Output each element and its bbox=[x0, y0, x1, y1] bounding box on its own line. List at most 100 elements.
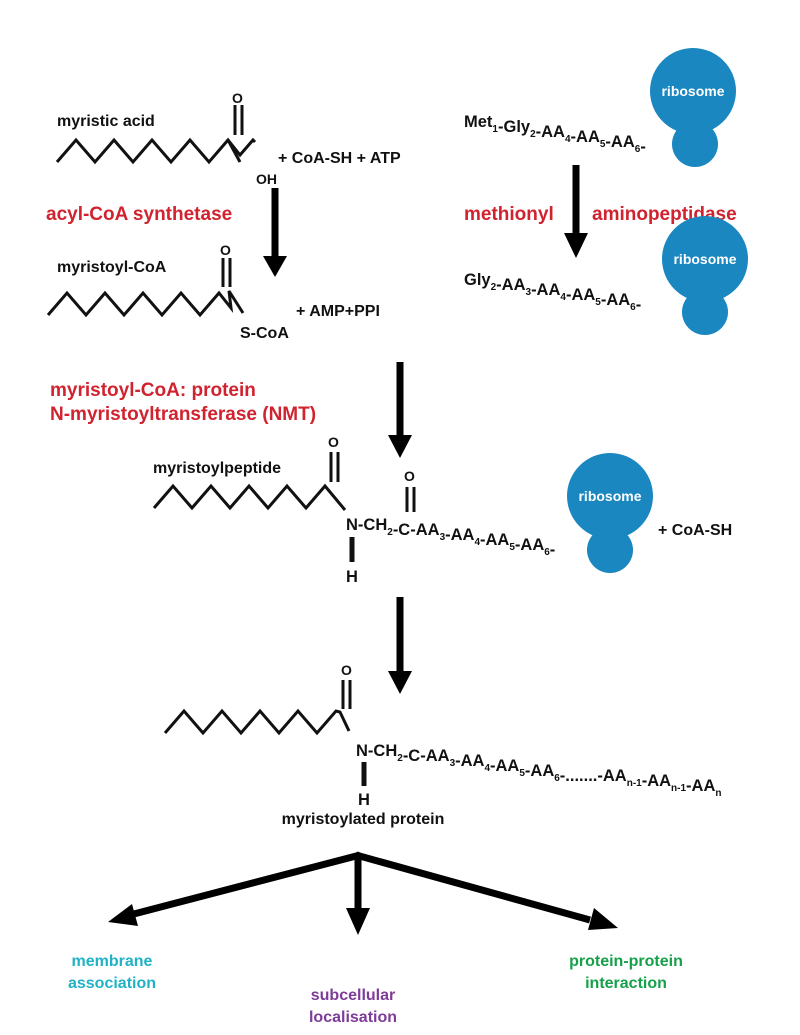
residue-subscript: 5 bbox=[519, 768, 525, 779]
myristoylated-protein-label: myristoylated protein bbox=[282, 811, 445, 828]
residue-subscript: 4 bbox=[565, 134, 571, 145]
processed-peptide-group: Gly2-AA3-AA4-AA5-AA6- ribosome bbox=[464, 216, 748, 335]
ribosome-large-subunit bbox=[650, 48, 736, 134]
myristoylpeptide-group: myristoylpeptide O O N-CH2-C-AA3-AA4-AA5… bbox=[152, 434, 732, 586]
ribosome-large-subunit bbox=[567, 453, 653, 539]
residue-text: -AA bbox=[686, 777, 715, 795]
residue-text: -AA bbox=[455, 752, 484, 770]
ribosome-1: ribosome bbox=[650, 48, 736, 167]
hydroxyl-label: OH bbox=[256, 171, 277, 187]
thioester-oxygen: O bbox=[220, 242, 231, 258]
residue-subscript: 1 bbox=[492, 124, 498, 135]
residue-text: -AA bbox=[496, 276, 525, 294]
subcellular-localisation-line2: localisation bbox=[309, 1009, 397, 1026]
peptide-oxygen: O bbox=[404, 468, 415, 484]
residue-text: -AA bbox=[566, 286, 595, 304]
myristoylpeptide-chain bbox=[152, 483, 347, 511]
residue-text: -AA bbox=[531, 281, 560, 299]
outcome-arrows bbox=[108, 851, 618, 935]
residue-text: -AA bbox=[642, 772, 671, 790]
arrowhead-subcellular bbox=[346, 908, 370, 935]
residue-subscript: n-1 bbox=[671, 783, 686, 794]
amide-hydrogen: H bbox=[346, 568, 358, 586]
residue-subscript: 2 bbox=[530, 129, 536, 140]
residue-text: -AA bbox=[515, 536, 544, 554]
arrow-step4 bbox=[388, 597, 412, 694]
myristoyl-coa-chain bbox=[46, 290, 245, 318]
nmt-label-line2: N-myristoyltransferase (NMT) bbox=[50, 404, 316, 425]
residue-subscript: 6 bbox=[554, 773, 560, 784]
residue-text: N-CH bbox=[346, 516, 387, 534]
ribosome-small-subunit bbox=[672, 121, 718, 167]
myristoyl-coa-label: myristoyl-CoA bbox=[57, 259, 167, 276]
residue-text: -AA bbox=[571, 128, 600, 146]
residue-subscript: n bbox=[715, 788, 721, 799]
residue-text: -AA bbox=[525, 762, 554, 780]
arrow-step3 bbox=[388, 362, 412, 458]
protein-protein-interaction-line1: protein-protein bbox=[569, 953, 683, 970]
arrowhead-membrane bbox=[108, 904, 138, 926]
residue-text: -C-AA bbox=[403, 747, 450, 765]
residue-text: -AA bbox=[601, 291, 630, 309]
gly-peptide-label: Gly2-AA3-AA4-AA5-AA6- bbox=[464, 271, 641, 314]
residue-text: N-CH bbox=[356, 742, 397, 760]
residue-subscript: 6 bbox=[630, 302, 636, 313]
myristic-acid-tail bbox=[226, 139, 242, 163]
myristoyl-coa-group: myristoyl-CoA O S-CoA + AMP+PPI bbox=[46, 242, 380, 342]
amide-hydrogen: H bbox=[358, 791, 370, 809]
residue-text: -.......-AA bbox=[560, 767, 627, 785]
myristoylpeptide-label: myristoylpeptide bbox=[153, 460, 281, 477]
membrane-association-line2: association bbox=[68, 975, 156, 992]
residue-text: -AA bbox=[536, 123, 565, 141]
coa-sh-byproduct: + CoA-SH bbox=[658, 522, 732, 539]
membrane-association-line1: membrane bbox=[72, 953, 153, 970]
ribosome-label: ribosome bbox=[578, 488, 641, 504]
nmt-label-line1: myristoyl-CoA: protein bbox=[50, 380, 256, 401]
ribosome-3: ribosome bbox=[567, 453, 653, 573]
arrow-step2 bbox=[564, 165, 588, 258]
nascent-peptide-group: Met1-Gly2-AA4-AA5-AA6- ribosome bbox=[464, 48, 736, 167]
residue-text: - bbox=[640, 138, 646, 156]
myristic-acid-group: myristic acid O OH + CoA-SH + ATP bbox=[55, 90, 401, 187]
residue-text: -AA bbox=[605, 133, 634, 151]
met-peptide-label: Met1-Gly2-AA4-AA5-AA6- bbox=[464, 113, 646, 156]
arrow-step1 bbox=[263, 188, 287, 277]
residue-subscript: 4 bbox=[484, 763, 490, 774]
acyl-oxygen: O bbox=[341, 662, 352, 678]
acyl-coa-synthetase-label: acyl-CoA synthetase bbox=[46, 204, 232, 225]
residue-text: -AA bbox=[480, 531, 509, 549]
acyl-oxygen: O bbox=[328, 434, 339, 450]
myristic-acid-label: myristic acid bbox=[57, 113, 155, 130]
myristoylated-protein-sequence: N-CH2-C-AA3-AA4-AA5-AA6-.......-AAn-1-AA… bbox=[356, 742, 721, 799]
ribosome-2: ribosome bbox=[662, 216, 748, 335]
residue-subscript: 5 bbox=[595, 297, 601, 308]
myristic-acid-chain bbox=[55, 137, 257, 165]
residue-text: - bbox=[636, 296, 642, 314]
ribosome-label: ribosome bbox=[673, 251, 736, 267]
subcellular-localisation-line1: subcellular bbox=[311, 987, 395, 1004]
arrow-to-interaction bbox=[355, 851, 591, 924]
ribosome-small-subunit bbox=[587, 527, 633, 573]
residue-subscript: 6 bbox=[544, 547, 550, 558]
residue-subscript: 5 bbox=[509, 542, 515, 553]
myristoylated-protein-group: O N-CH2-C-AA3-AA4-AA5-AA6-.......-AAn-1-… bbox=[163, 662, 721, 828]
residue-text: -C-AA bbox=[393, 521, 440, 539]
residue-subscript: 5 bbox=[600, 139, 606, 150]
residue-subscript: 3 bbox=[440, 532, 446, 543]
residue-text: -AA bbox=[445, 526, 474, 544]
residue-subscript: 3 bbox=[526, 287, 532, 298]
residue-subscript: 2 bbox=[491, 282, 497, 293]
residue-text: - bbox=[550, 541, 556, 559]
ribosome-small-subunit bbox=[682, 289, 728, 335]
methionyl-label: methionyl bbox=[464, 204, 554, 225]
residue-subscript: 2 bbox=[387, 527, 393, 538]
s-coa-label: S-CoA bbox=[240, 325, 289, 342]
ribosome-large-subunit bbox=[662, 216, 748, 302]
amp-ppi-label: + AMP+PPI bbox=[296, 303, 380, 320]
residue-subscript: 4 bbox=[474, 537, 480, 548]
residue-text: Met bbox=[464, 113, 493, 131]
protein-protein-interaction-line2: interaction bbox=[585, 975, 667, 992]
residue-subscript: 6 bbox=[635, 144, 641, 155]
myristoylated-protein-chain bbox=[163, 708, 351, 736]
